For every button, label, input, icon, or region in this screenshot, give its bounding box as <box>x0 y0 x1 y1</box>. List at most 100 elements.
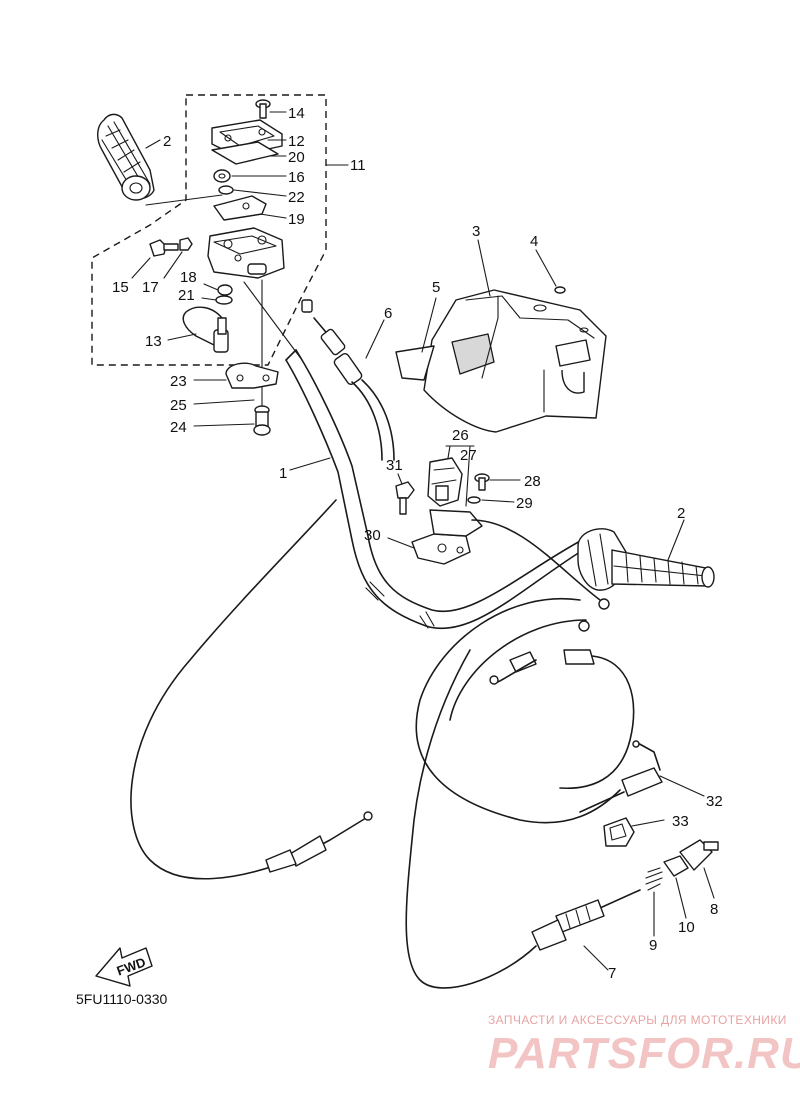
handlebar-cover-3 <box>423 289 607 433</box>
bolt-15 <box>149 239 179 257</box>
leader-2-right <box>667 519 685 561</box>
leader-33 <box>631 819 665 827</box>
callout-label: 10 <box>678 919 695 936</box>
leader-26 <box>445 445 475 507</box>
part-code: 5FU1110-0330 <box>76 991 168 1007</box>
callout-label: 28 <box>524 473 541 490</box>
leader-31 <box>397 473 403 485</box>
callout-label: 1 <box>279 465 287 482</box>
left-grip <box>97 113 155 201</box>
callout-label: 17 <box>142 279 159 296</box>
leader-7 <box>583 945 609 971</box>
spring-9 <box>645 867 663 891</box>
callout-label: 23 <box>170 373 187 390</box>
leader-19 <box>259 213 287 219</box>
callout-label: 14 <box>288 105 305 122</box>
throttle-cable-6 <box>301 299 395 461</box>
collar-16 <box>213 169 231 183</box>
clutch-cable-7 <box>130 499 641 989</box>
callout-label: 33 <box>672 813 689 830</box>
callout-label: 8 <box>710 901 718 918</box>
callout-label: 20 <box>288 149 305 166</box>
callout-label: 7 <box>608 965 616 982</box>
assembly-11-boundary <box>91 94 327 366</box>
callout-label: 26 <box>452 427 469 444</box>
callout-label: 2 <box>677 505 685 522</box>
watermark-brand: PARTSFOR.RU <box>488 1029 800 1078</box>
leader-17 <box>163 251 183 279</box>
callout-label: 30 <box>364 527 381 544</box>
left-grip-leader <box>145 139 161 149</box>
callout-label: 15 <box>112 279 129 296</box>
leader-8 <box>703 867 715 899</box>
washer-29 <box>467 496 481 504</box>
leader-32 <box>659 775 705 797</box>
callout-label: 32 <box>706 793 723 810</box>
leader-30 <box>387 537 415 549</box>
gasket-20 <box>211 141 279 165</box>
callout-labels: 1 2 2 3 4 5 6 7 8 9 10 11 12 13 14 15 16… <box>112 105 723 982</box>
leader-21 <box>201 297 217 301</box>
watermark-tagline: ЗАПЧАСТИ И АКСЕССУАРЫ ДЛЯ МОТОТЕХНИКИ <box>488 1013 787 1027</box>
lever-plate-19 <box>213 195 267 221</box>
nut-10 <box>663 855 689 877</box>
clamp-23 <box>225 362 279 389</box>
callout-label: 3 <box>472 223 480 240</box>
leader-10 <box>675 877 687 919</box>
callout-label: 31 <box>386 457 403 474</box>
leader-5 <box>421 297 437 353</box>
bolt-24 <box>253 411 271 436</box>
callout-label: 18 <box>180 269 197 286</box>
throttle-lever-13 <box>182 306 229 353</box>
watermark: ЗАПЧАСТИ И АКСЕССУАРЫ ДЛЯ МОТОТЕХНИКИ PA… <box>488 1013 800 1078</box>
adjuster-8 <box>679 839 719 871</box>
leader-22 <box>233 189 287 197</box>
leader-25 <box>193 399 255 405</box>
callout-label: 24 <box>170 419 187 436</box>
callout-label: 21 <box>178 287 195 304</box>
leader-24 <box>193 423 255 427</box>
callout-label: 6 <box>384 305 392 322</box>
callout-label: 2 <box>163 133 171 150</box>
nut-17 <box>179 237 193 251</box>
forward-arrow <box>95 947 153 987</box>
throttle-housing <box>207 227 285 279</box>
bolt-31 <box>395 481 415 515</box>
leader-1 <box>289 457 331 471</box>
leader-13 <box>167 333 197 341</box>
callout-label: 22 <box>288 189 305 206</box>
switch-26 <box>427 457 463 507</box>
washer-21 <box>215 295 233 305</box>
callout-label: 11 <box>350 157 366 174</box>
callout-label: 29 <box>516 495 533 512</box>
clamp-33 <box>603 817 635 847</box>
leader-3 <box>477 239 491 297</box>
bracket-30 <box>411 509 483 565</box>
emblem-5 <box>395 345 435 381</box>
screw-14 <box>255 99 271 119</box>
left-grip-axis <box>145 194 223 206</box>
callout-label: 9 <box>649 937 657 954</box>
callout-label: 13 <box>145 333 162 350</box>
leader-18 <box>203 283 219 291</box>
callout-label: 27 <box>460 447 477 464</box>
washer-22 <box>218 185 234 195</box>
callout-label: 4 <box>530 233 538 250</box>
cable-axis <box>243 281 303 361</box>
handlebar-1 <box>285 349 583 630</box>
callout-label: 25 <box>170 397 187 414</box>
leader-4 <box>535 249 557 287</box>
brake-cable-32 <box>415 519 663 824</box>
screw-28 <box>474 473 490 491</box>
right-grip <box>577 528 715 591</box>
leader-15 <box>131 257 151 279</box>
leader-29 <box>481 499 515 503</box>
clip-4 <box>554 286 566 294</box>
callout-label: 19 <box>288 211 305 228</box>
leader-6 <box>365 319 385 359</box>
callout-label: 12 <box>288 133 305 150</box>
callout-label: 16 <box>288 169 305 186</box>
collar-18 <box>217 284 233 296</box>
callout-label: 5 <box>432 279 440 296</box>
